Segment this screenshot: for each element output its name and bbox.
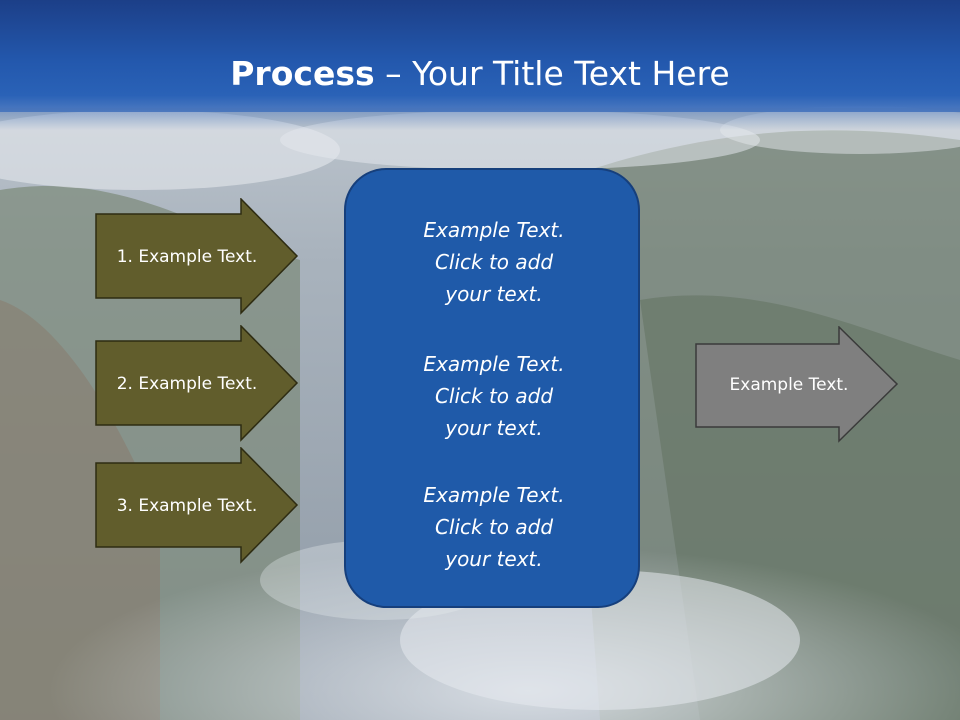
center-text-line: Click to add [434,250,554,274]
left-arrow-3-shape [95,447,299,564]
center-text-line: Click to add [434,515,554,539]
center-text-line: your text. [445,282,543,306]
left-arrow-3[interactable]: 3. Example Text. [95,447,299,565]
center-text-line: your text. [445,547,543,571]
center-text-box[interactable]: Example Text. Click to add your text. Ex… [344,168,640,608]
center-text-block-2: Example Text. Click to add your text. [346,348,642,444]
title-bar-fade [0,108,960,130]
center-text-line: Click to add [434,384,554,408]
left-arrow-2-label: 2. Example Text. [116,374,258,394]
center-text-line: Example Text. [423,483,565,507]
center-text-block-3: Example Text. Click to add your text. [346,479,642,575]
center-text-line: Example Text. [423,218,565,242]
left-arrow-1-label: 1. Example Text. [116,247,258,267]
right-arrow[interactable]: Example Text. [695,326,899,444]
title-bar [0,0,960,112]
left-arrow-2-shape [95,325,299,442]
right-arrow-label: Example Text. [729,375,849,395]
center-text-line: Example Text. [423,352,565,376]
right-arrow-shape [695,326,899,443]
center-text-line: your text. [445,416,543,440]
slide-title[interactable]: Process – Your Title Text Here [0,52,960,96]
left-arrow-2[interactable]: 2. Example Text. [95,325,299,443]
left-arrow-1-shape [95,198,299,315]
slide-title-rest: – Your Title Text Here [374,54,730,93]
slide-title-bold: Process [230,54,375,93]
left-arrow-3-label: 3. Example Text. [116,496,258,516]
center-text-block-1: Example Text. Click to add your text. [346,214,642,310]
left-arrow-1[interactable]: 1. Example Text. [95,198,299,316]
